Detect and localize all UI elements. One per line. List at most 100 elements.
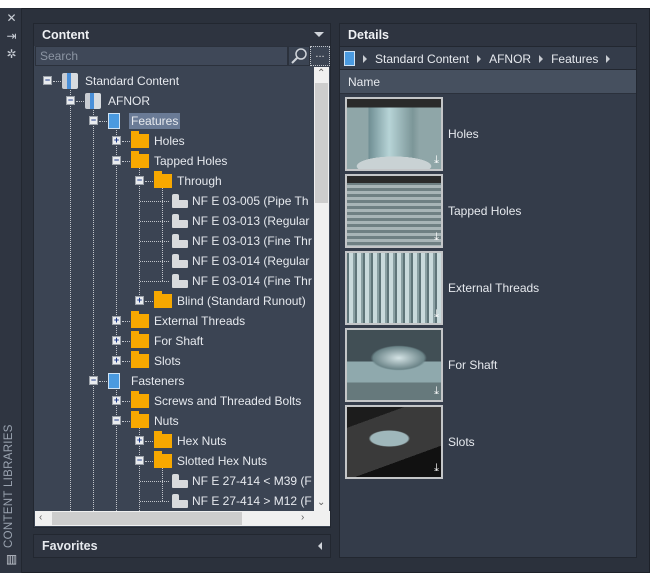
tree-item[interactable]: NF E 03-014 (Fine Thr	[35, 271, 314, 291]
breadcrumb-separator-icon[interactable]	[539, 54, 544, 63]
collapse-caret-icon[interactable]	[314, 32, 324, 37]
collapse-icon[interactable]: −	[112, 155, 121, 165]
details-item[interactable]: ⤓For Shaft	[344, 327, 634, 404]
tree-item[interactable]: +Holes	[35, 131, 314, 151]
palette-title: CONTENT LIBRARIES	[3, 424, 15, 548]
tree-item-label: Nuts	[154, 414, 179, 428]
horizontal-scrollbar[interactable]: ‹ ›	[35, 511, 330, 526]
tree-item[interactable]: −Tapped Holes	[35, 151, 314, 171]
library-book-icon[interactable]	[344, 51, 355, 67]
expand-icon[interactable]: +	[135, 435, 144, 445]
tree-item[interactable]: NF E 03-014 (Regular	[35, 251, 314, 271]
library-icon: ▥	[5, 552, 18, 566]
book-icon	[108, 113, 120, 129]
tree-connector	[162, 186, 163, 281]
shaft-thumbnail[interactable]: ⤓	[345, 328, 443, 402]
details-item[interactable]: ⤓External Threads	[344, 250, 634, 327]
collapse-icon[interactable]: −	[112, 415, 121, 425]
tree-connector	[93, 106, 94, 511]
tree-item[interactable]: NF E 03-013 (Regular	[35, 211, 314, 231]
expand-icon[interactable]: +	[112, 335, 121, 345]
horizontal-scroll-thumb[interactable]	[52, 512, 242, 525]
expand-icon[interactable]: +	[112, 315, 121, 325]
tree-item-label: Standard Content	[85, 74, 180, 88]
scroll-down-icon[interactable]: ⌄	[317, 497, 326, 508]
details-item-label: Holes	[448, 127, 479, 141]
collapse-icon[interactable]: −	[89, 115, 98, 125]
tree-item[interactable]: NF E 27-414 > M12 (F	[35, 491, 314, 511]
expand-icon[interactable]: +	[135, 295, 144, 305]
drag-insert-icon: ⤓	[434, 308, 439, 320]
collapse-icon[interactable]: −	[89, 375, 98, 385]
favorites-panel[interactable]: Favorites	[33, 534, 331, 558]
tree-item[interactable]: +For Shaft	[35, 331, 314, 351]
tree-item[interactable]: − Nuts	[35, 411, 314, 431]
part-icon	[170, 214, 188, 228]
breadcrumb-afnor[interactable]: AFNOR	[489, 51, 532, 66]
tree-item[interactable]: +Slots	[35, 351, 314, 371]
tree-item[interactable]: +Screws and Threaded Bolts	[35, 391, 314, 411]
name-column-header[interactable]: Name	[340, 70, 636, 94]
details-item[interactable]: ⤓Slots	[344, 404, 634, 481]
folder-icon	[131, 131, 149, 148]
expand-icon[interactable]: +	[112, 135, 121, 145]
tree-item-label: Through	[177, 174, 222, 188]
tree-connector	[76, 101, 84, 102]
tree-connector	[145, 181, 153, 182]
tree-connector	[139, 166, 140, 301]
tree-item[interactable]: NF E 03-013 (Fine Thr	[35, 231, 314, 251]
details-item[interactable]: ⤓Tapped Holes	[344, 173, 634, 250]
tree-item[interactable]: NF E 03-005 (Pipe Th	[35, 191, 314, 211]
vertical-scroll-thumb[interactable]	[315, 83, 328, 203]
collapse-icon[interactable]: −	[66, 95, 75, 105]
tree-item[interactable]: −Slotted Hex Nuts	[35, 451, 314, 471]
details-item[interactable]: ⤓ Holes	[344, 96, 634, 173]
breadcrumb-separator-icon[interactable]	[363, 54, 367, 63]
tree-connector	[116, 386, 117, 511]
part-icon	[170, 274, 188, 288]
search-button[interactable]	[288, 46, 310, 66]
more-options-button[interactable]: ...	[310, 46, 330, 66]
collapse-icon[interactable]: −	[135, 175, 144, 185]
expand-icon[interactable]: +	[112, 355, 121, 365]
tree-item[interactable]: − Standard Content	[35, 71, 314, 91]
tree-connector	[140, 221, 169, 222]
holes-thumbnail[interactable]: ⤓	[345, 97, 443, 171]
auto-hide-icon[interactable]: ⇥	[6, 29, 17, 43]
expand-caret-icon[interactable]	[318, 542, 322, 550]
tree-item[interactable]: +External Threads	[35, 311, 314, 331]
tree-item-label: AFNOR	[108, 94, 150, 108]
tree-item[interactable]: +Blind (Standard Runout)	[35, 291, 314, 311]
tree-connector	[53, 81, 61, 82]
close-icon[interactable]: ✕	[6, 11, 17, 25]
tree-item[interactable]: +Hex Nuts	[35, 431, 314, 451]
book-icon	[108, 373, 120, 389]
slots-thumbnail[interactable]: ⤓	[345, 405, 443, 479]
collapse-icon[interactable]: −	[135, 455, 144, 465]
library-icon	[85, 93, 101, 109]
scroll-right-icon[interactable]: ›	[301, 512, 305, 523]
expand-icon[interactable]: +	[112, 395, 121, 405]
tree-item[interactable]: NF E 27-414 < M39 (F	[35, 471, 314, 491]
tree-item[interactable]: −Fasteners	[35, 371, 314, 391]
content-header[interactable]: Content	[34, 24, 330, 46]
tree-item[interactable]: − Through	[35, 171, 314, 191]
tree-connector	[140, 281, 169, 282]
settings-icon[interactable]: ✲	[6, 47, 17, 61]
vertical-scrollbar[interactable]: ⌃ ⌄	[314, 67, 329, 511]
scroll-left-icon[interactable]: ‹	[39, 512, 43, 523]
threads-thumbnail[interactable]: ⤓	[345, 251, 443, 325]
drag-insert-icon: ⤓	[434, 385, 439, 397]
search-input[interactable]: Search	[35, 46, 288, 66]
breadcrumb-separator-icon[interactable]	[477, 54, 482, 63]
breadcrumb-features[interactable]: Features	[551, 51, 599, 66]
breadcrumb-separator-icon[interactable]	[606, 54, 611, 63]
collapse-icon[interactable]: −	[43, 75, 52, 85]
breadcrumb-standard-content[interactable]: Standard Content	[375, 51, 470, 66]
tree-item[interactable]: − AFNOR	[35, 91, 314, 111]
scroll-up-icon[interactable]: ⌃	[317, 68, 326, 79]
tree-item[interactable]: −Features	[35, 111, 314, 131]
tapped-thumbnail[interactable]: ⤓	[345, 174, 443, 248]
tree-connector	[140, 261, 169, 262]
